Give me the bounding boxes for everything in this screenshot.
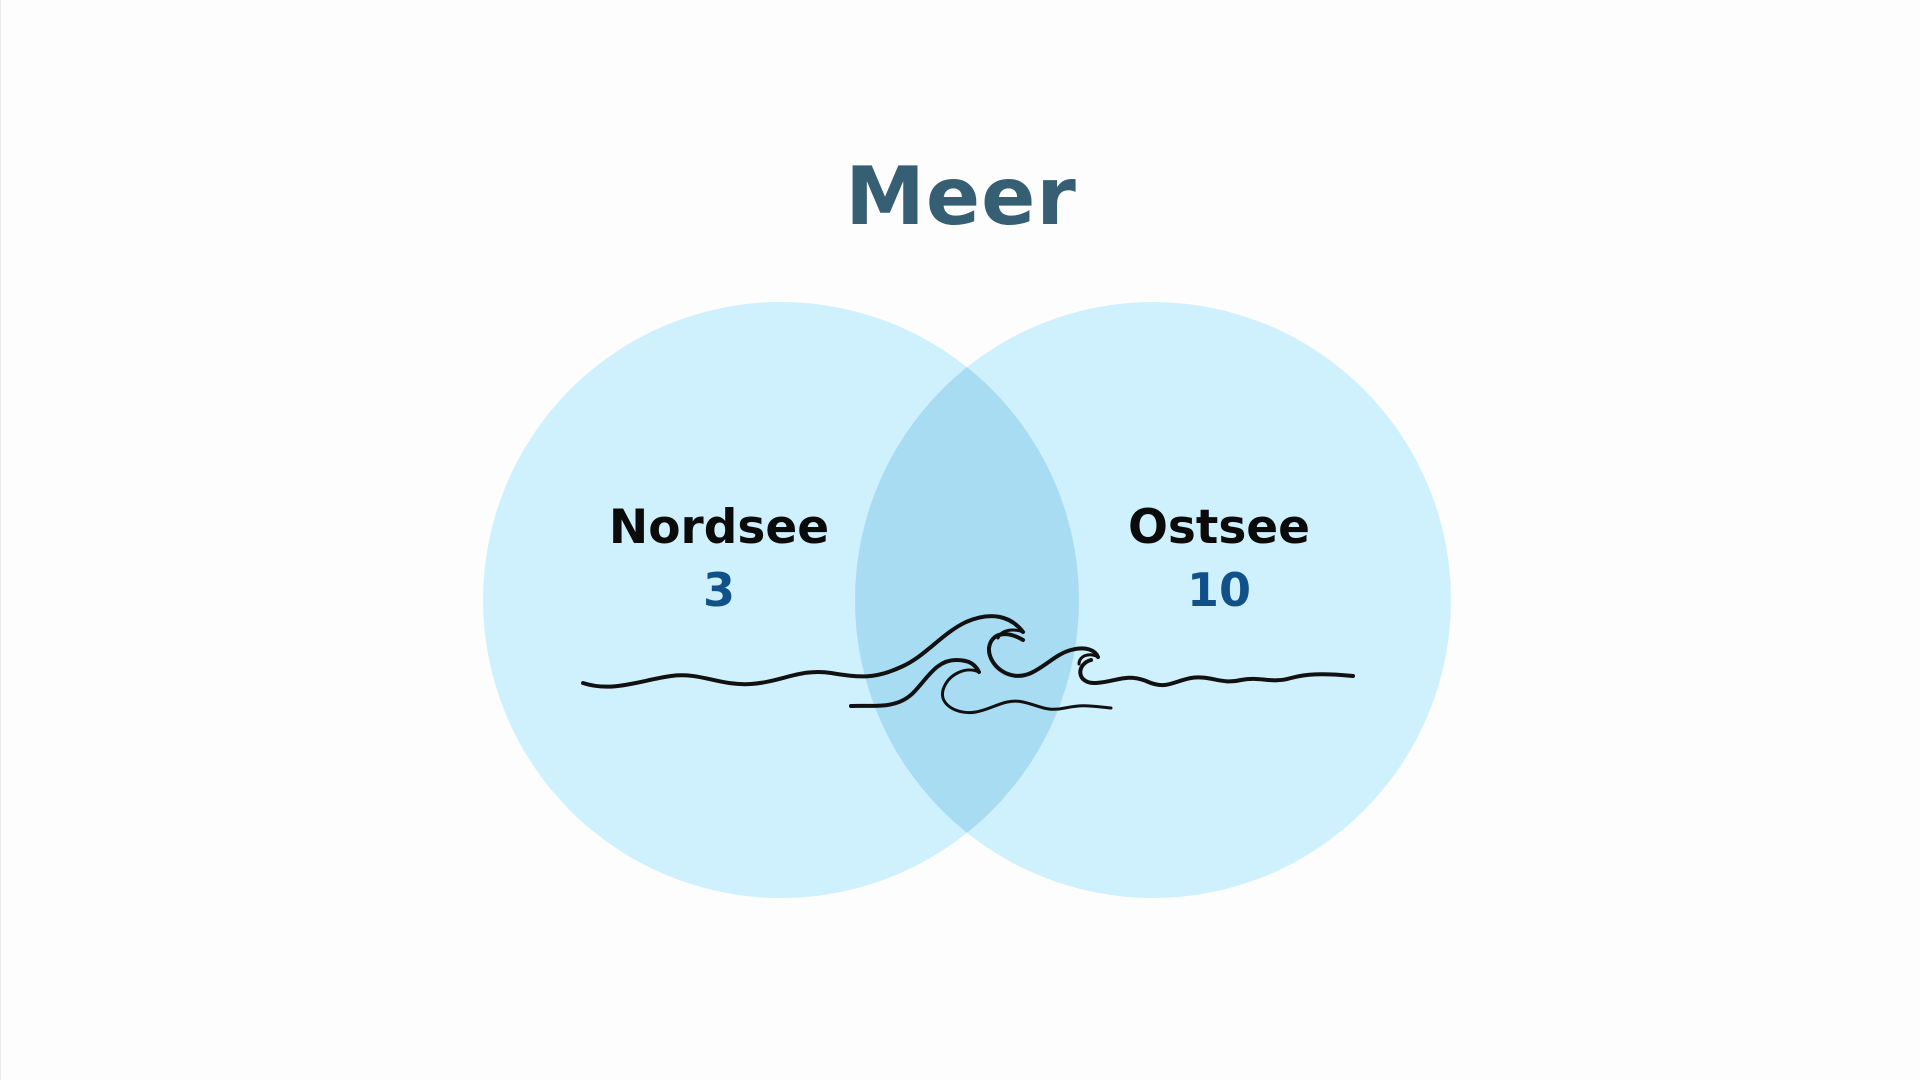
- ostsee-label: Ostsee 10: [1019, 504, 1419, 613]
- nordsee-count: 3: [702, 563, 735, 617]
- wave-illustration: [581, 614, 1355, 715]
- nordsee-label: Nordsee 3: [519, 504, 919, 613]
- nordsee-name: Nordsee: [608, 500, 830, 555]
- ostsee-count: 10: [1186, 563, 1251, 617]
- overlap-region: [855, 302, 1079, 898]
- diagram-title: Meer: [845, 150, 1077, 243]
- ostsee-name: Ostsee: [1127, 500, 1311, 555]
